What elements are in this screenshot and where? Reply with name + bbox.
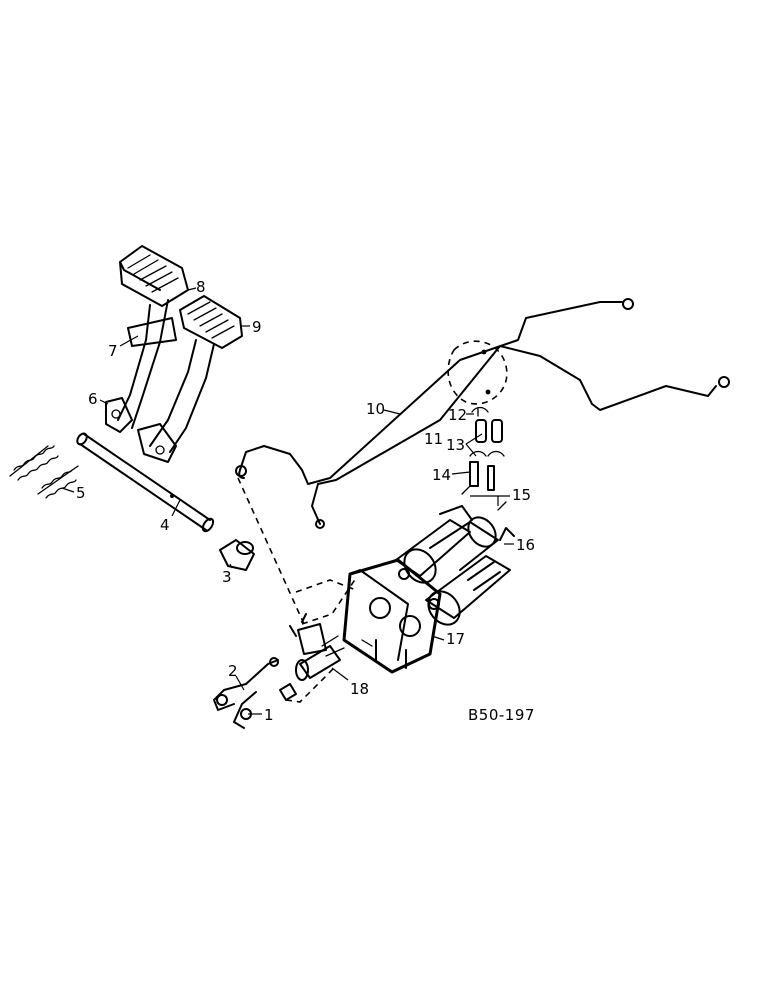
clips-pins-bolts [461, 406, 507, 511]
callout-label: 13 [446, 436, 465, 454]
callout-label: 6 [88, 390, 98, 408]
callout-label: 8 [196, 278, 206, 296]
figure-reference: B50-197 [468, 706, 535, 724]
callout-9: 9 [240, 318, 262, 336]
callout-18: 18 [331, 667, 369, 698]
callout-label: 9 [252, 318, 262, 336]
callout-label: 16 [516, 536, 535, 554]
valve-fittings [237, 477, 357, 703]
callout-label: 5 [76, 484, 86, 502]
callout-8: 8 [187, 278, 206, 296]
callout-5: 5 [61, 484, 86, 502]
bushing [219, 539, 255, 571]
callout-6: 6 [88, 390, 109, 408]
callout-3: 3 [222, 563, 233, 586]
callout-17: 17 [431, 630, 465, 648]
callout-label: 15 [512, 486, 531, 504]
callout-label: 12 [448, 406, 467, 424]
callout-7: 7 [108, 335, 139, 360]
callout-label: 4 [160, 516, 170, 534]
callout-2: 2 [228, 662, 245, 691]
callout-12: 12 [448, 406, 474, 424]
callout-10: 10 [366, 400, 401, 418]
callout-11: 11 [415, 429, 443, 448]
callout-14: 14 [432, 466, 471, 484]
master-cylinders [395, 505, 515, 626]
brake-lines [235, 298, 730, 529]
callout-4: 4 [160, 499, 181, 534]
callout-label: 1 [264, 706, 274, 724]
callout-label: 7 [108, 342, 118, 360]
callout-label: 11 [424, 430, 443, 448]
callout-1: 1 [248, 706, 274, 724]
callout-label: 3 [222, 568, 232, 586]
callout-label: 10 [366, 400, 385, 418]
brake-pedal-left [105, 245, 189, 433]
callout-label: 14 [432, 466, 451, 484]
callout-label: 18 [350, 680, 369, 698]
mounting-bracket [342, 558, 442, 674]
callouts: 1 2 3 4 5 6 7 8 [61, 278, 535, 724]
callout-15: 15 [470, 486, 531, 506]
callout-13: 13 [446, 433, 483, 457]
callout-label: 2 [228, 662, 238, 680]
return-springs [9, 445, 79, 499]
callout-16: 16 [504, 536, 535, 554]
callout-label: 17 [446, 630, 465, 648]
brake-pedal-right [137, 295, 243, 463]
cross-shaft [76, 432, 215, 533]
